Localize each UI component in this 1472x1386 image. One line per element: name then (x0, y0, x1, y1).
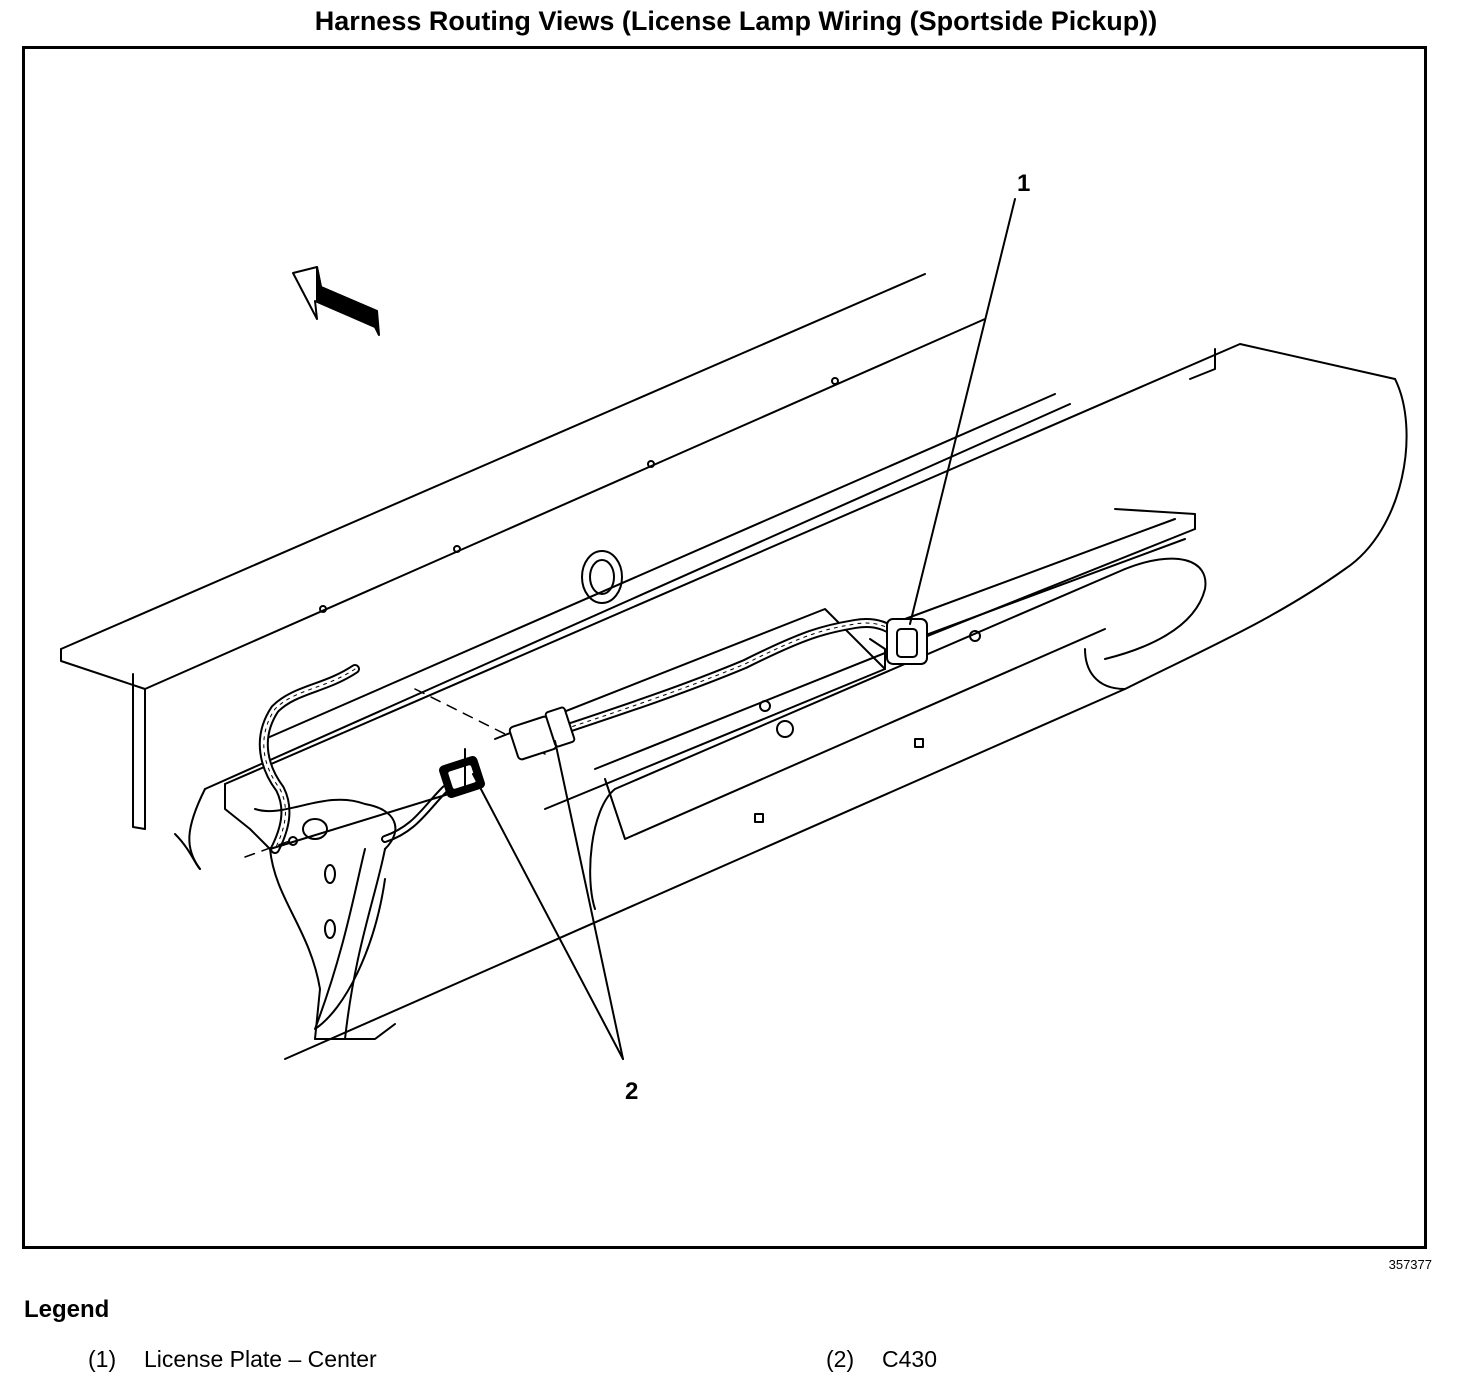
legend-item-number: (1) (88, 1346, 117, 1372)
legend-item-label: License Plate – Center (144, 1346, 377, 1372)
legend-item-label: C430 (882, 1346, 937, 1372)
license-plate-lamp (869, 618, 928, 670)
figure-number: 357377 (1388, 1257, 1432, 1272)
diagram-title: Harness Routing Views (License Lamp Wiri… (314, 6, 1158, 36)
legend-item: (2) C430 (826, 1346, 937, 1373)
diagram-frame: 1 2 (22, 46, 1427, 1249)
legend-item-number: (2) (826, 1346, 855, 1372)
legend-heading: Legend (24, 1296, 110, 1323)
callout-2-label: 2 (625, 1078, 638, 1105)
upper-bed-panel (60, 273, 1071, 830)
license-lamp-harness (244, 618, 920, 858)
mounting-strip (494, 518, 1186, 810)
rear-bumper (224, 343, 1408, 1060)
callout-leaders (472, 198, 1016, 1060)
connector-c430 (439, 706, 576, 799)
callout-1-label: 1 (1017, 170, 1030, 197)
legend-item: (1) License Plate – Center (88, 1346, 377, 1373)
harness-drawing: 1 2 (60, 170, 1408, 1105)
left-bumper-bracket (174, 748, 466, 1040)
direction-arrow-icon (292, 266, 380, 336)
